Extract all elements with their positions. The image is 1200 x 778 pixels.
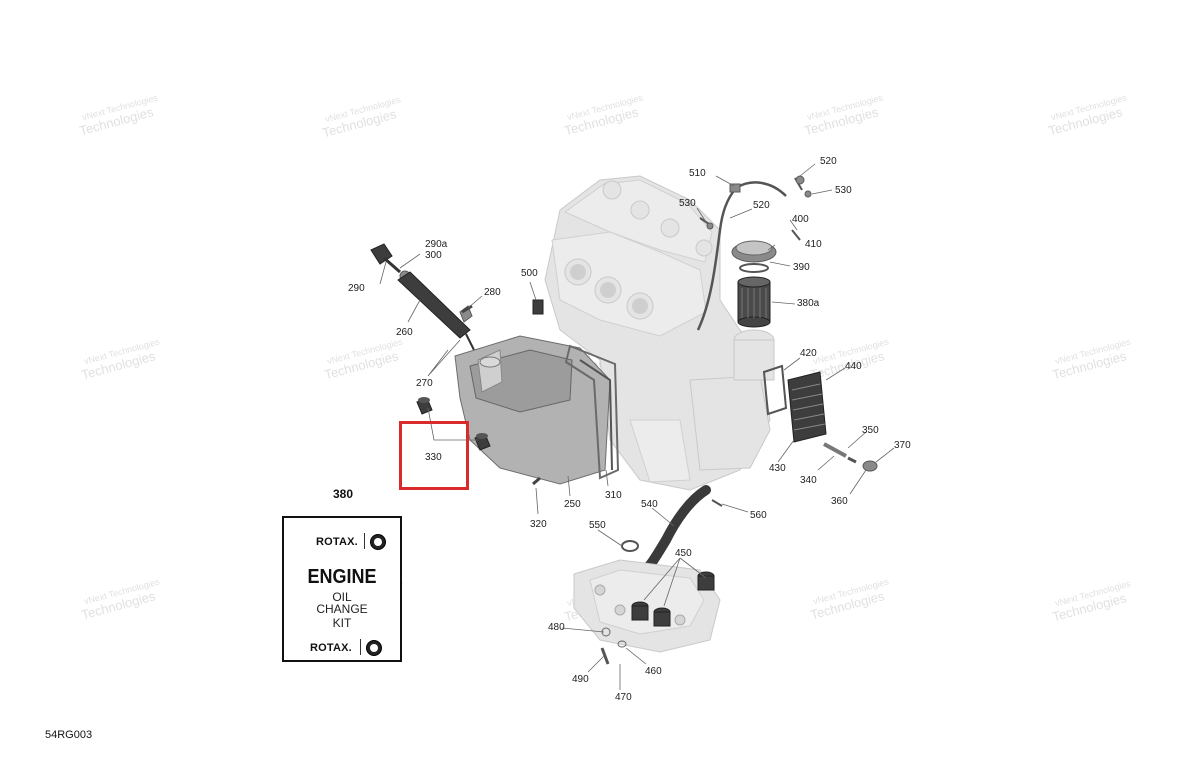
callout-500[interactable]: 500 (521, 268, 538, 279)
callout-520-lower[interactable]: 520 (753, 200, 770, 211)
callout-310[interactable]: 310 (605, 490, 622, 501)
callout-390[interactable]: 390 (793, 262, 810, 273)
oil-line-fitting (729, 183, 741, 193)
dipstick-assembly (370, 243, 475, 351)
callout-290a[interactable]: 290a (425, 239, 448, 250)
pan-gasket (564, 344, 620, 480)
callout-290[interactable]: 290 (348, 283, 365, 294)
callout-530-lower[interactable]: 530 (679, 198, 696, 209)
callout-300[interactable]: 300 (425, 250, 442, 261)
callout-440[interactable]: 440 (845, 361, 862, 372)
callout-470[interactable]: 470 (615, 692, 632, 703)
callout-350[interactable]: 350 (862, 425, 879, 436)
rotax-brand-top: ROTAX. (316, 536, 358, 548)
callout-540[interactable]: 540 (641, 499, 658, 510)
oil-cooler (762, 364, 827, 443)
callout-labels: 510 520 530 530 520 400 410 390 380a 290… (348, 156, 911, 703)
kit-part-number[interactable]: 380 (333, 487, 354, 501)
callout-460[interactable]: 460 (645, 666, 662, 677)
callout-320[interactable]: 320 (530, 519, 547, 530)
oil-pump-housing (573, 559, 721, 665)
kit-line-kit: KIT (332, 616, 352, 630)
callout-330[interactable]: 330 (425, 452, 442, 463)
diagram-reference-code: 54RG003 (45, 729, 93, 741)
rotax-logo-icon (370, 534, 386, 550)
callout-250[interactable]: 250 (564, 499, 581, 510)
brand-separator (364, 533, 365, 549)
callout-360[interactable]: 360 (831, 496, 848, 507)
callout-380a[interactable]: 380a (797, 298, 820, 309)
callout-410[interactable]: 410 (805, 239, 822, 250)
rotax-logo-icon (366, 640, 382, 656)
part-330-highlight-box[interactable] (399, 421, 469, 490)
kit-line-change: CHANGE (316, 602, 368, 616)
callout-270[interactable]: 270 (416, 378, 433, 389)
cooler-fittings (823, 442, 878, 472)
callout-400[interactable]: 400 (792, 214, 809, 225)
callout-280[interactable]: 280 (484, 287, 501, 298)
oil-filter-assembly (731, 240, 777, 328)
kit-line-oil: OIL (332, 590, 352, 604)
callout-340[interactable]: 340 (800, 475, 817, 486)
callout-430[interactable]: 430 (769, 463, 786, 474)
drain-plugs (416, 397, 491, 451)
callout-260[interactable]: 260 (396, 327, 413, 338)
callout-520[interactable]: 520 (820, 156, 837, 167)
rotax-brand-bottom: ROTAX. (310, 642, 352, 654)
oil-change-kit-box: ROTAX. ENGINE OIL CHANGE KIT ROTAX. (282, 516, 402, 662)
leader-lines (379, 163, 895, 690)
callout-560[interactable]: 560 (750, 510, 767, 521)
callout-530[interactable]: 530 (835, 185, 852, 196)
oil-pan (454, 335, 613, 485)
callout-370[interactable]: 370 (894, 440, 911, 451)
engine-block-ghost (544, 175, 775, 491)
callout-420[interactable]: 420 (800, 348, 817, 359)
callout-450[interactable]: 450 (675, 548, 692, 559)
kit-title-engine: ENGINE (307, 566, 377, 588)
callout-490[interactable]: 490 (572, 674, 589, 685)
callout-510[interactable]: 510 (689, 168, 706, 179)
callout-480[interactable]: 480 (548, 622, 565, 633)
oil-hose (621, 485, 723, 579)
callout-550[interactable]: 550 (589, 520, 606, 531)
brand-separator (360, 639, 361, 655)
